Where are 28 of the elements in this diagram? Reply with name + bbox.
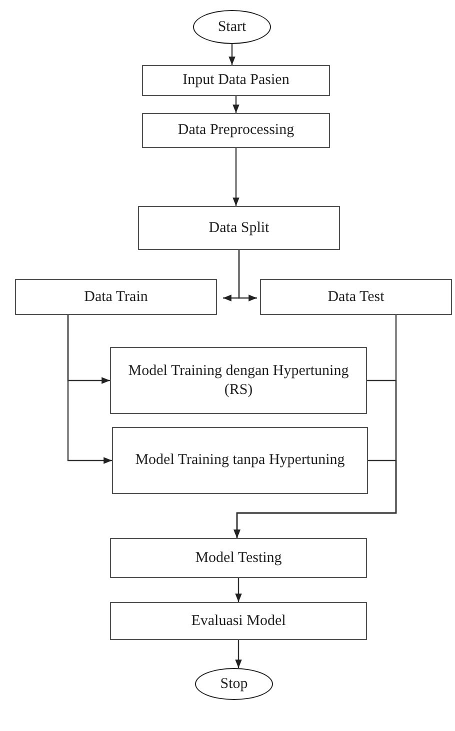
node-label: Data Preprocessing bbox=[176, 121, 296, 140]
node-label: Evaluasi Model bbox=[190, 612, 287, 630]
node-label: Input Data Pasien bbox=[182, 71, 290, 90]
arrow bbox=[235, 578, 242, 602]
process-box bbox=[260, 279, 452, 315]
process-box bbox=[110, 602, 367, 640]
arrow bbox=[232, 96, 240, 113]
node-label: Stop bbox=[219, 674, 249, 694]
arrow bbox=[234, 460, 397, 538]
node-label: Data Split bbox=[208, 218, 270, 238]
process-box bbox=[110, 347, 367, 414]
process-box bbox=[142, 65, 330, 96]
node-label: Model Testing bbox=[194, 548, 283, 568]
arrow bbox=[67, 315, 112, 464]
arrow bbox=[235, 640, 242, 668]
process-box bbox=[142, 113, 330, 148]
process-box bbox=[15, 279, 217, 315]
node-label: Data Test bbox=[326, 288, 386, 306]
arrow bbox=[232, 148, 240, 206]
arrow bbox=[228, 44, 236, 65]
process-box bbox=[112, 427, 368, 494]
arrow bbox=[238, 250, 257, 302]
node-label: Model Training tanpa Hypertuning bbox=[134, 451, 346, 470]
process-box bbox=[110, 538, 367, 578]
node-label: Start bbox=[216, 18, 248, 36]
node-label: Model Training dengan Hypertuning (RS) bbox=[127, 362, 350, 400]
process-box bbox=[138, 206, 340, 250]
node-label: Data Train bbox=[83, 288, 149, 306]
